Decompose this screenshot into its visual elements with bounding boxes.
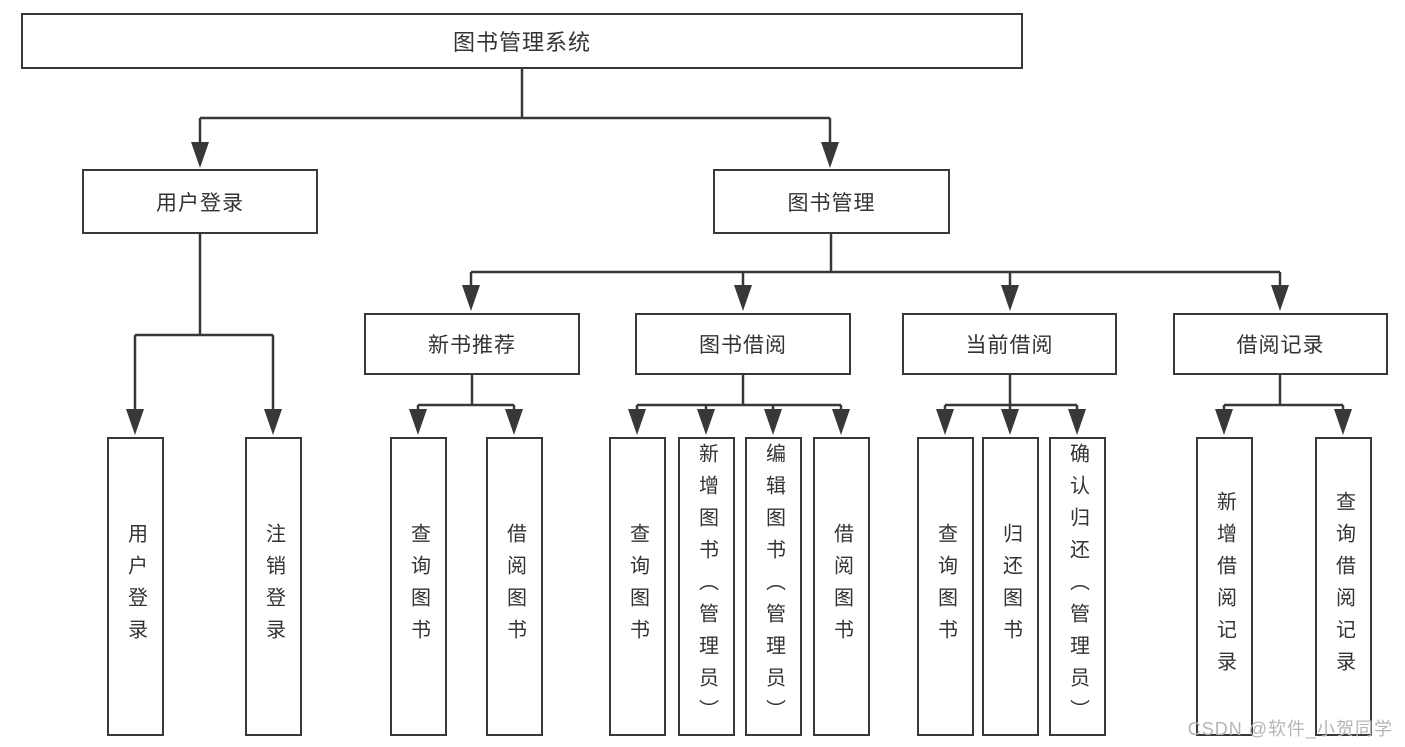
arrowhead-icon (734, 285, 752, 311)
node-leaf-cb-return-book-label: 归还图书 (999, 522, 1022, 651)
node-leaf-bb-query-book-label: 查询图书 (626, 522, 649, 651)
node-leaf-bb-borrow-book-label: 借阅图书 (830, 522, 853, 651)
arrowhead-icon (1271, 285, 1289, 311)
node-new-book-recommend: 新书推荐 (364, 313, 580, 375)
node-leaf-nb-query-book-label: 查询图书 (407, 522, 430, 651)
node-book-management: 图书管理 (713, 169, 950, 234)
arrowhead-icon (628, 409, 646, 435)
node-leaf-nb-query-book: 查询图书 (390, 437, 447, 736)
arrowhead-icon (1068, 409, 1086, 435)
node-leaf-cb-confirm-return-admin-label: 确认归还（管理员） (1066, 442, 1089, 731)
node-leaf-logout: 注销登录 (245, 437, 302, 736)
node-current-borrow: 当前借阅 (902, 313, 1117, 375)
arrowhead-icon (821, 142, 839, 168)
node-leaf-cb-confirm-return-admin: 确认归还（管理员） (1049, 437, 1106, 736)
node-book-borrow-label: 图书借阅 (699, 334, 787, 357)
arrowhead-icon (264, 409, 282, 435)
node-leaf-user-login: 用户登录 (107, 437, 164, 736)
node-root: 图书管理系统 (21, 13, 1023, 69)
node-leaf-br-query-record-label: 查询借阅记录 (1332, 490, 1355, 683)
node-current-borrow-label: 当前借阅 (965, 334, 1054, 357)
arrowhead-icon (1334, 409, 1352, 435)
node-root-label: 图书管理系统 (452, 30, 591, 55)
node-leaf-bb-add-book-admin: 新增图书（管理员） (678, 437, 735, 736)
node-leaf-nb-borrow-book: 借阅图书 (486, 437, 543, 736)
arrowhead-icon (1001, 409, 1019, 435)
arrowhead-icon (505, 409, 523, 435)
node-leaf-nb-borrow-book-label: 借阅图书 (503, 522, 526, 651)
node-borrow-records: 借阅记录 (1173, 313, 1388, 375)
node-leaf-cb-query-book: 查询图书 (917, 437, 974, 736)
arrowhead-icon (1215, 409, 1233, 435)
watermark: CSDN @软件_小贺同学 (1187, 719, 1393, 739)
node-leaf-cb-return-book: 归还图书 (982, 437, 1039, 736)
node-borrow-records-label: 借阅记录 (1236, 334, 1325, 357)
node-leaf-bb-borrow-book: 借阅图书 (813, 437, 870, 736)
node-leaf-cb-query-book-label: 查询图书 (934, 522, 957, 651)
arrowhead-icon (697, 409, 715, 435)
arrowhead-icon (936, 409, 954, 435)
arrowhead-icon (191, 142, 209, 168)
node-leaf-logout-label: 注销登录 (262, 522, 285, 651)
node-leaf-bb-add-book-admin-label: 新增图书（管理员） (695, 442, 718, 731)
arrowhead-icon (1001, 285, 1019, 311)
node-leaf-user-login-label: 用户登录 (124, 522, 147, 651)
node-user-login-label: 用户登录 (156, 191, 244, 215)
arrowhead-icon (409, 409, 427, 435)
arrowhead-icon (832, 409, 850, 435)
node-leaf-br-query-record: 查询借阅记录 (1315, 437, 1372, 736)
node-new-book-recommend-label: 新书推荐 (428, 334, 516, 357)
node-leaf-br-add-record-label: 新增借阅记录 (1213, 490, 1236, 683)
arrowhead-icon (462, 285, 480, 311)
node-leaf-bb-edit-book-admin-label: 编辑图书（管理员） (762, 442, 785, 731)
node-leaf-bb-edit-book-admin: 编辑图书（管理员） (745, 437, 802, 736)
arrowhead-icon (764, 409, 782, 435)
node-book-borrow: 图书借阅 (635, 313, 851, 375)
arrowhead-icon (126, 409, 144, 435)
node-leaf-bb-query-book: 查询图书 (609, 437, 666, 736)
node-book-management-label: 图书管理 (787, 191, 876, 215)
node-user-login: 用户登录 (82, 169, 318, 234)
node-leaf-br-add-record: 新增借阅记录 (1196, 437, 1253, 736)
